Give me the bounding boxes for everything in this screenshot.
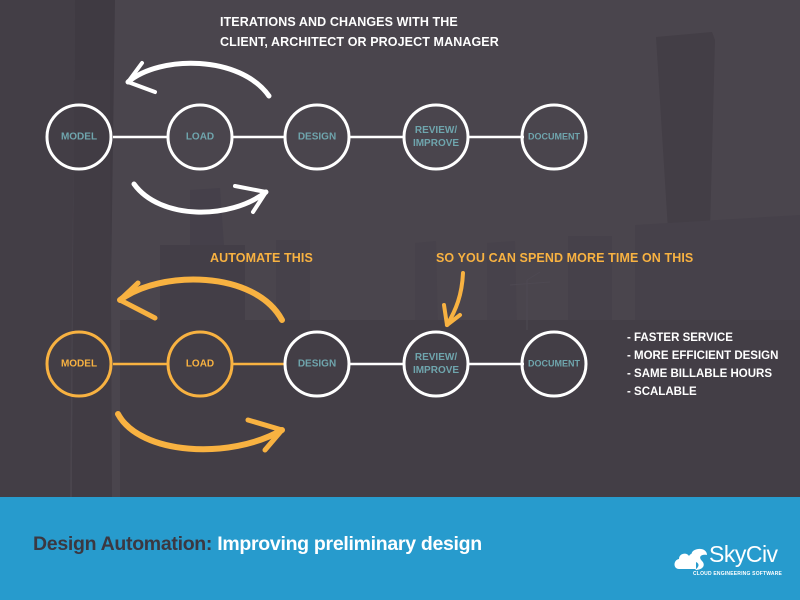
- node-label-document: DOCUMENT: [528, 131, 580, 142]
- building-city-base: [120, 320, 800, 497]
- iterations-caption-line: CLIENT, ARCHITECT OR PROJECT MANAGER: [220, 35, 499, 49]
- footer-title: Design Automation: Improving preliminary…: [33, 533, 482, 556]
- automate-caption: AUTOMATE THIS: [210, 251, 313, 265]
- node-label-review-improve: REVIEW/ IMPROVE: [412, 125, 460, 149]
- cloud-logo-icon: [674, 548, 707, 570]
- benefit-item: - FASTER SERVICE: [627, 332, 733, 344]
- iteration-arrow-forward-icon: [131, 181, 269, 215]
- node-label-load: LOAD: [185, 131, 215, 143]
- building-left-tower: [0, 0, 75, 497]
- pointer-arrow-down-icon: [442, 271, 465, 327]
- diagram-area: ITERATIONS AND CHANGES WITH THE CLIENT, …: [0, 0, 800, 497]
- process-node-circle: [402, 330, 470, 398]
- skyline-background: [0, 0, 800, 497]
- spend-time-caption: SO YOU CAN SPEND MORE TIME ON THIS: [436, 251, 694, 265]
- skyciv-logo: SkyCiv CLOUD ENGINEERING SOFTWARE: [673, 541, 793, 585]
- node-label-review-improve: REVIEW/ IMPROVE: [412, 352, 460, 376]
- footer-title-suffix: Improving preliminary design: [212, 533, 482, 555]
- process-node-circle: [520, 103, 588, 171]
- iterations-caption: ITERATIONS AND CHANGES WITH THE CLIENT, …: [220, 12, 499, 52]
- logo-tagline: CLOUD ENGINEERING SOFTWARE: [693, 571, 783, 577]
- crane-icon: [509, 271, 551, 330]
- node-label-document: DOCUMENT: [528, 358, 580, 369]
- node-label-design: DESIGN: [297, 131, 337, 143]
- node-label-model: MODEL: [60, 131, 98, 143]
- node-label-design: DESIGN: [297, 358, 337, 370]
- building-left-block: [72, 80, 112, 497]
- process-node-circle: [283, 103, 351, 171]
- process-node-circle: [520, 330, 588, 398]
- automate-arrow-forward-icon: [115, 411, 285, 453]
- process-node-circle-highlighted: [45, 330, 113, 398]
- iterations-caption-line: ITERATIONS AND CHANGES WITH THE: [220, 15, 458, 29]
- benefits-list: - FASTER SERVICE - MORE EFFICIENT DESIGN…: [627, 329, 778, 401]
- automate-arrow-back-icon: [117, 276, 285, 323]
- process-diagram: [45, 60, 588, 453]
- benefit-item: - SCALABLE: [627, 386, 697, 398]
- process-node-circle: [166, 103, 234, 171]
- building-right-tower: [656, 32, 715, 230]
- building-mid-a: [190, 188, 225, 260]
- node-label-load: LOAD: [185, 358, 215, 370]
- benefit-item: - MORE EFFICIENT DESIGN: [627, 350, 779, 362]
- building-right-row: [635, 215, 800, 330]
- footer-banner: Design Automation: Improving preliminary…: [0, 497, 800, 600]
- logo-name: SkyCiv: [709, 541, 778, 567]
- process-node-circle: [45, 103, 113, 171]
- building-mid-d: [415, 241, 438, 330]
- iteration-arrow-back-icon: [125, 60, 272, 99]
- process-node-circle: [283, 330, 351, 398]
- building-mid-f: [568, 236, 612, 330]
- footer-title-prefix: Design Automation:: [33, 533, 213, 555]
- building-mid-c: [276, 240, 310, 330]
- process-node-circle: [402, 103, 470, 171]
- building-mid-e: [487, 241, 517, 330]
- benefit-item: - SAME BILLABLE HOURS: [627, 368, 773, 380]
- process-node-circle-highlighted: [166, 330, 234, 398]
- node-label-model: MODEL: [60, 358, 98, 370]
